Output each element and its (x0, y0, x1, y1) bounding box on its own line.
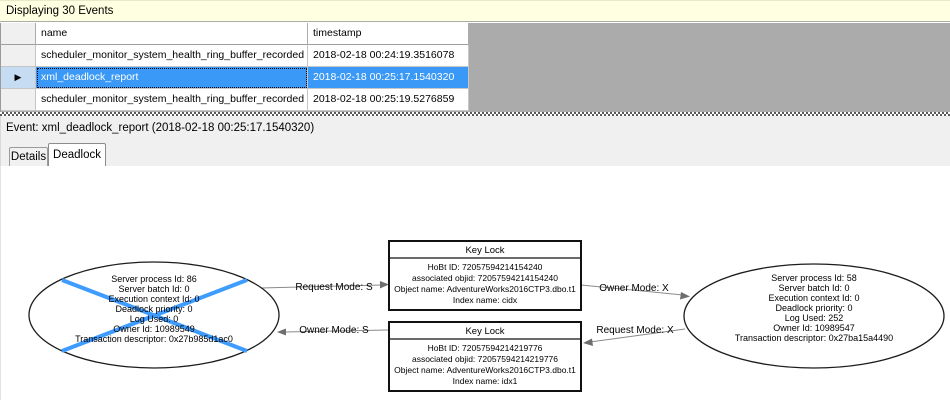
deadlock-graph: Server process Id: 86 Server batch Id: 0… (28, 240, 945, 392)
event-timestamp-cell[interactable]: 2018-02-18 00:25:17.1540320 (308, 67, 469, 89)
svg-text:Log Used: 0: Log Used: 0 (130, 314, 179, 324)
svg-text:Execution context Id: 0: Execution context Id: 0 (108, 294, 199, 304)
svg-text:Object name: AdventureWorks201: Object name: AdventureWorks2016CTP3.dbo.… (394, 284, 576, 294)
edge-label-request-s: Request Mode: S (295, 282, 373, 293)
svg-text:Deadlock priority: 0: Deadlock priority: 0 (775, 303, 852, 313)
process-node-victim[interactable]: Server process Id: 86 Server batch Id: 0… (28, 261, 280, 369)
current-row-indicator-icon: ▶ (14, 72, 22, 82)
edge-request-x (583, 328, 686, 346)
svg-text:Deadlock priority: 0: Deadlock priority: 0 (115, 304, 192, 314)
svg-text:Owner Id: 10989549: Owner Id: 10989549 (113, 324, 195, 334)
svg-text:Key Lock: Key Lock (465, 326, 504, 337)
svg-text:Transaction descriptor: 0x27ba: Transaction descriptor: 0x27ba15a4490 (735, 333, 893, 343)
event-name-cell[interactable]: scheduler_monitor_system_health_ring_buf… (36, 45, 308, 67)
svg-text:Server process Id: 86: Server process Id: 86 (111, 274, 197, 284)
event-name-cell[interactable]: xml_deadlock_report (36, 67, 308, 89)
svg-text:HoBt ID: 72057594214219776: HoBt ID: 72057594214219776 (428, 343, 543, 353)
edge-owner-x (580, 284, 690, 300)
edge-request-s (259, 281, 389, 289)
svg-text:Server batch Id: 0: Server batch Id: 0 (778, 283, 849, 293)
row-gutter[interactable] (1, 89, 36, 111)
event-name-cell[interactable]: scheduler_monitor_system_health_ring_buf… (36, 89, 308, 111)
table-row[interactable]: scheduler_monitor_system_health_ring_buf… (1, 89, 950, 111)
key-lock-node-top[interactable]: Key Lock HoBt ID: 72057594214154240 asso… (388, 240, 582, 311)
pane-splitter[interactable] (0, 112, 950, 116)
detail-tabstrip: Details Deadlock (0, 140, 950, 166)
svg-text:Index name: cidx: Index name: cidx (453, 295, 518, 305)
column-header-timestamp[interactable]: timestamp (308, 23, 469, 45)
svg-text:associated objid: 720575942141: associated objid: 72057594214154240 (412, 273, 558, 283)
svg-text:Server batch Id: 0: Server batch Id: 0 (118, 284, 189, 294)
grid-header-row: name timestamp (1, 23, 950, 45)
svg-text:Transaction descriptor: 0x27b9: Transaction descriptor: 0x27b985d1ac0 (75, 334, 233, 344)
event-timestamp-cell[interactable]: 2018-02-18 00:25:19.5276859 (308, 89, 469, 111)
row-header-corner (1, 23, 36, 45)
table-row[interactable]: scheduler_monitor_system_health_ring_buf… (1, 45, 950, 67)
edge-label-owner-s: Owner Mode: S (299, 325, 369, 336)
table-row-selected[interactable]: ▶ xml_deadlock_report 2018-02-18 00:25:1… (1, 67, 950, 89)
edge-label-request-x: Request Mode: X (596, 325, 674, 336)
row-gutter[interactable] (1, 45, 36, 67)
svg-text:Object name: AdventureWorks201: Object name: AdventureWorks2016CTP3.dbo.… (394, 365, 576, 375)
svg-text:associated objid: 720575942142: associated objid: 72057594214219776 (412, 354, 558, 364)
victim-cross-icon (61, 278, 248, 353)
edge-label-owner-x: Owner Mode: X (599, 283, 669, 294)
svg-text:Execution context Id: 0: Execution context Id: 0 (768, 293, 859, 303)
event-caption-bar: Event: xml_deadlock_report (2018-02-18 0… (0, 116, 950, 140)
deadlock-graph-panel: Server process Id: 86 Server batch Id: 0… (0, 166, 950, 400)
svg-text:Owner Id: 10989547: Owner Id: 10989547 (773, 323, 855, 333)
process-node[interactable]: Server process Id: 58 Server batch Id: 0… (683, 263, 945, 369)
column-header-name[interactable]: name (36, 23, 308, 45)
tab-deadlock[interactable]: Deadlock (48, 143, 106, 166)
edge-owner-s (277, 328, 390, 336)
event-count-bar: Displaying 30 Events (0, 0, 950, 22)
svg-text:Key Lock: Key Lock (465, 245, 504, 256)
event-caption-text: Event: xml_deadlock_report (2018-02-18 0… (6, 122, 315, 134)
svg-text:Server process Id: 58: Server process Id: 58 (771, 273, 857, 283)
row-gutter[interactable]: ▶ (1, 67, 36, 89)
event-timestamp-cell[interactable]: 2018-02-18 00:24:19.3516078 (308, 45, 469, 67)
events-grid[interactable]: name timestamp scheduler_monitor_system_… (0, 23, 950, 112)
key-lock-node-bottom[interactable]: Key Lock HoBt ID: 72057594214219776 asso… (388, 321, 582, 392)
svg-text:HoBt ID: 72057594214154240: HoBt ID: 72057594214154240 (428, 262, 543, 272)
svg-text:Log Used: 252: Log Used: 252 (785, 313, 844, 323)
event-count-text: Displaying 30 Events (6, 5, 114, 17)
svg-text:Index name: idx1: Index name: idx1 (453, 376, 518, 386)
tab-details[interactable]: Details (9, 147, 48, 166)
